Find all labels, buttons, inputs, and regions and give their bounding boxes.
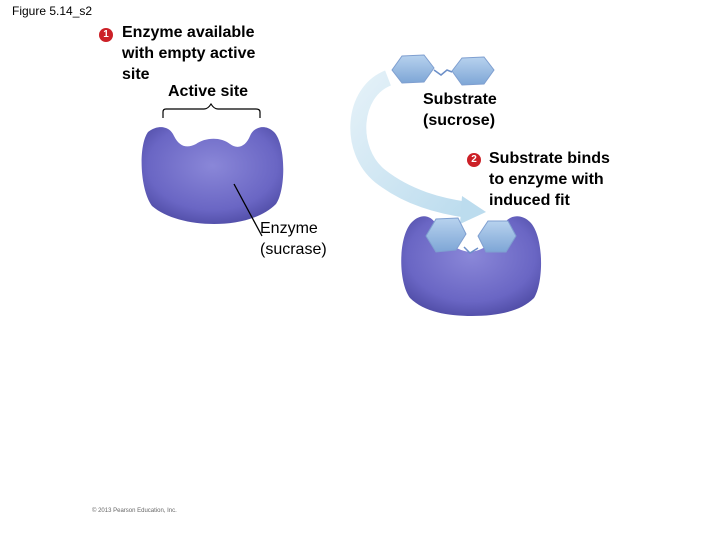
substrate-label: Substrate (sucrose) [423,89,497,131]
step-1-label: Enzyme available with empty active site [122,22,255,85]
figure-title: Figure 5.14_s2 [12,4,93,18]
step-2-label: Substrate binds to enzyme with induced f… [489,148,610,211]
enzyme-leader-line [233,183,263,237]
step-1-line: site [122,66,150,83]
substrate-molecule [391,54,495,86]
enzyme-label: Enzyme (sucrase) [260,218,327,260]
free-enzyme-shape [141,127,284,224]
active-site-bracket [162,102,261,118]
bound-substrate-molecule [425,217,517,254]
step-2-badge: 2 [467,153,481,167]
step-1-line: Enzyme available [122,24,255,41]
substrate-label-line: Substrate [423,91,497,108]
enzyme-label-line: (sucrase) [260,241,327,258]
step-2-line: to enzyme with [489,171,604,188]
step-2-line: induced fit [489,192,570,209]
step-1-line: with empty active [122,45,256,62]
active-site-label: Active site [168,83,249,100]
enzyme-label-line: Enzyme [260,220,318,237]
bound-enzyme-shape [401,216,542,316]
binding-arrow [350,70,486,224]
copyright-notice: © 2013 Pearson Education, Inc. [92,508,177,514]
step-1-badge: 1 [99,28,113,42]
step-2-line: Substrate binds [489,150,610,167]
substrate-label-line: (sucrose) [423,112,496,129]
